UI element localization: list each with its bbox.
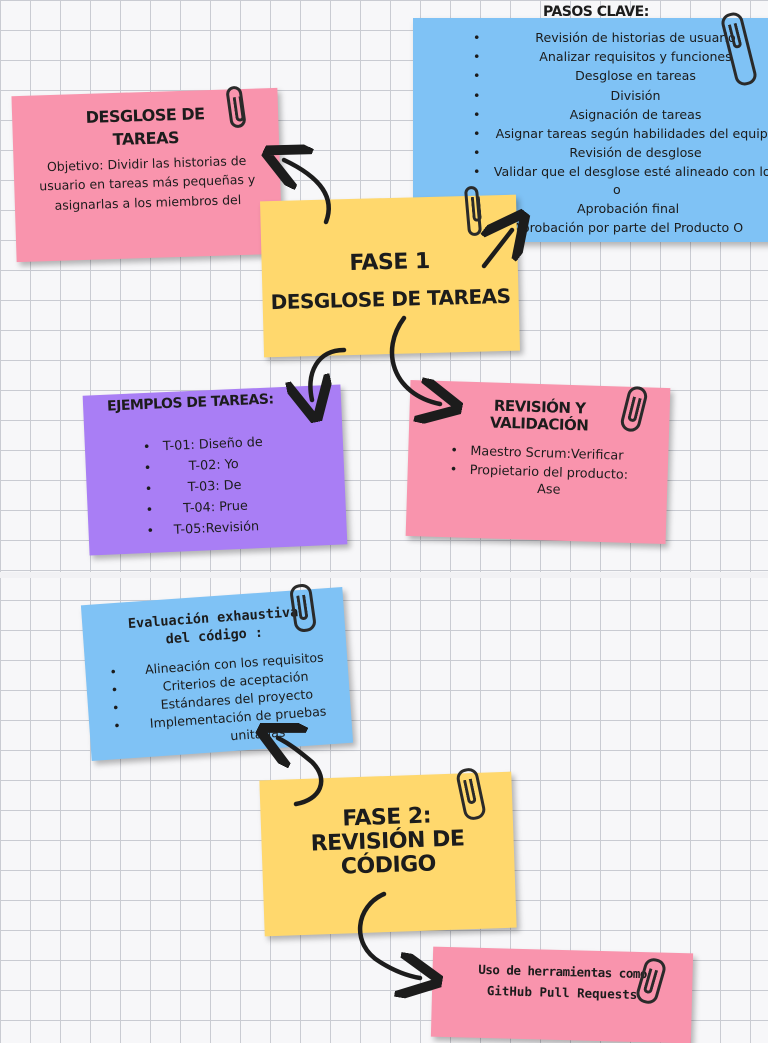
list-item: Analizar requisitos y funciones: [473, 47, 768, 66]
pasos-list: Revisión de historias de usuario Analiza…: [473, 28, 768, 182]
list-item: Desglose en tareas: [473, 66, 768, 85]
arrow-fase2-to-evaluacion: [278, 738, 324, 807]
list-item: Revisión de historias de usuario: [473, 28, 768, 47]
list-item: Validar que el desglose esté alineado co…: [473, 162, 768, 181]
pasos-extra-o: o: [613, 182, 621, 197]
arrow-fase1-to-ejemplos: [310, 347, 347, 400]
arrow-fase1-to-desglose: [284, 160, 331, 225]
arrow-fase2-to-herramientas: [357, 891, 420, 978]
arrow-fase1-to-pasos: [484, 230, 512, 269]
list-item: División: [473, 86, 768, 105]
pasos-extra-aprobacion: Aprobación final: [577, 201, 680, 216]
pasos-extra-producto: Aprobación por parte del Producto O: [513, 220, 744, 235]
list-item: Asignar tareas según habilidades del equ…: [473, 124, 768, 143]
page-divider: [0, 572, 768, 578]
list-item: Asignación de tareas: [473, 105, 768, 124]
pasos-title: PASOS CLAVE:: [543, 4, 649, 20]
arrow-fase1-to-revision: [389, 315, 440, 404]
list-item: Revisión de desglose: [473, 143, 768, 162]
